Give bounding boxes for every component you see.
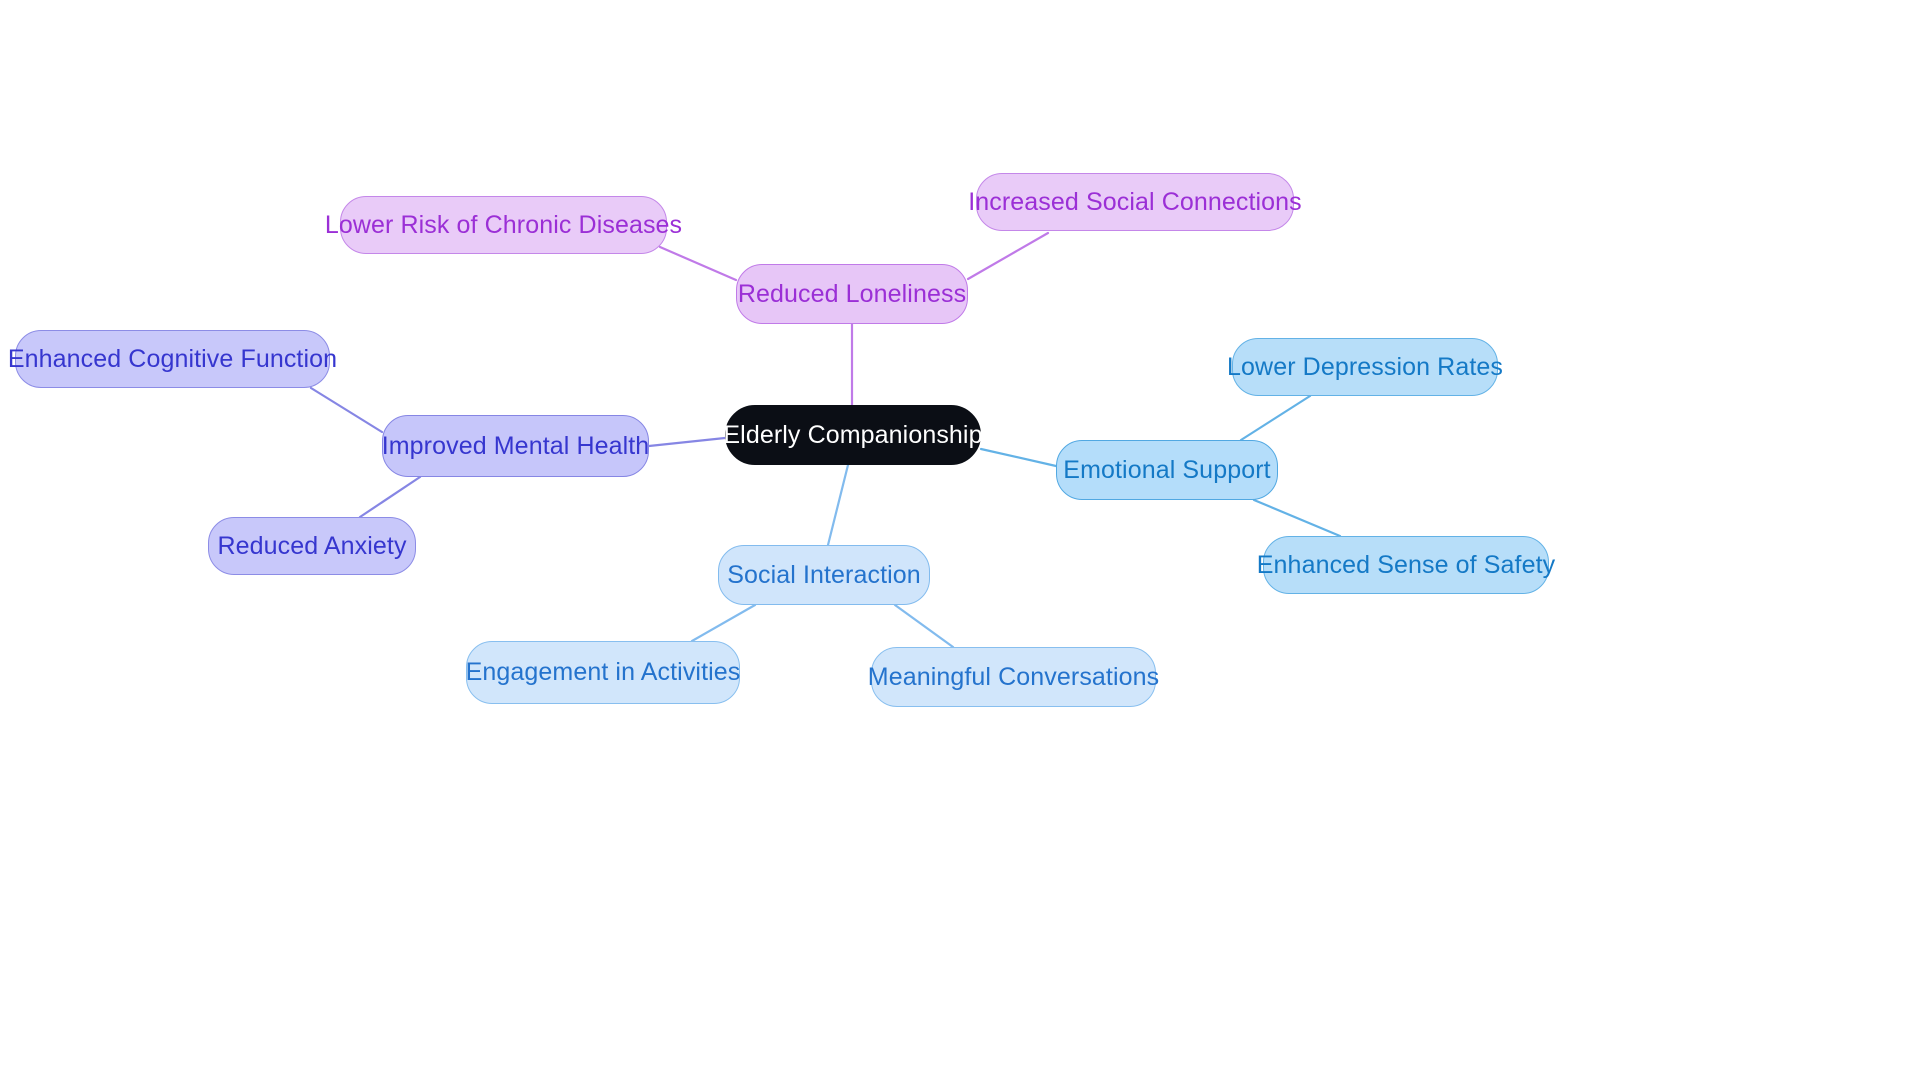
edge-social-engagement xyxy=(690,603,757,643)
edge-emotional-safety xyxy=(1252,498,1342,538)
node-engagement-in-activities-label: Engagement in Activities xyxy=(465,658,741,686)
node-enhanced-sense-of-safety-label: Enhanced Sense of Safety xyxy=(1256,550,1556,579)
node-emotional-support[interactable]: Emotional Support xyxy=(1056,440,1278,500)
edge-mental-health-cognitive xyxy=(309,386,384,434)
edge-root-emotional-support xyxy=(979,447,1058,468)
edge-loneliness-lower-risk xyxy=(658,245,738,282)
node-enhanced-cognitive-function-label: Enhanced Cognitive Function xyxy=(7,344,338,373)
edge-mental-health-anxiety xyxy=(358,475,422,519)
node-reduced-anxiety[interactable]: Reduced Anxiety xyxy=(208,517,416,575)
node-lower-risk-chronic-diseases-label: Lower Risk of Chronic Diseases xyxy=(324,210,683,239)
edge-root-improved-mental-health xyxy=(647,436,727,448)
node-reduced-anxiety-label: Reduced Anxiety xyxy=(217,531,407,560)
node-improved-mental-health[interactable]: Improved Mental Health xyxy=(382,415,649,477)
node-increased-social-connections[interactable]: Increased Social Connections xyxy=(968,173,1302,231)
node-enhanced-cognitive-function[interactable]: Enhanced Cognitive Function xyxy=(8,330,337,388)
node-emotional-support-label: Emotional Support xyxy=(1063,455,1271,484)
edge-loneliness-increased-social xyxy=(966,231,1050,281)
node-social-interaction[interactable]: Social Interaction xyxy=(718,545,930,605)
edge-root-social-interaction xyxy=(826,463,850,547)
node-engagement-in-activities[interactable]: Engagement in Activities xyxy=(466,641,740,704)
node-meaningful-conversations-label: Meaningful Conversations xyxy=(867,662,1160,691)
node-lower-depression-rates[interactable]: Lower Depression Rates xyxy=(1227,338,1503,396)
node-root[interactable]: Elderly Companionship xyxy=(723,405,983,465)
node-enhanced-sense-of-safety[interactable]: Enhanced Sense of Safety xyxy=(1257,536,1555,594)
node-lower-risk-chronic-diseases[interactable]: Lower Risk of Chronic Diseases xyxy=(325,196,682,254)
node-social-interaction-label: Social Interaction xyxy=(727,560,921,589)
node-reduced-loneliness[interactable]: Reduced Loneliness xyxy=(736,264,968,324)
node-meaningful-conversations[interactable]: Meaningful Conversations xyxy=(867,647,1160,707)
node-lower-depression-rates-label: Lower Depression Rates xyxy=(1227,352,1503,381)
node-increased-social-connections-label: Increased Social Connections xyxy=(968,187,1302,216)
node-root-label: Elderly Companionship xyxy=(723,420,983,449)
node-reduced-loneliness-label: Reduced Loneliness xyxy=(737,279,967,308)
edge-emotional-lower-depression xyxy=(1239,394,1312,442)
edge-social-conversations xyxy=(893,603,955,649)
node-improved-mental-health-label: Improved Mental Health xyxy=(381,431,650,460)
